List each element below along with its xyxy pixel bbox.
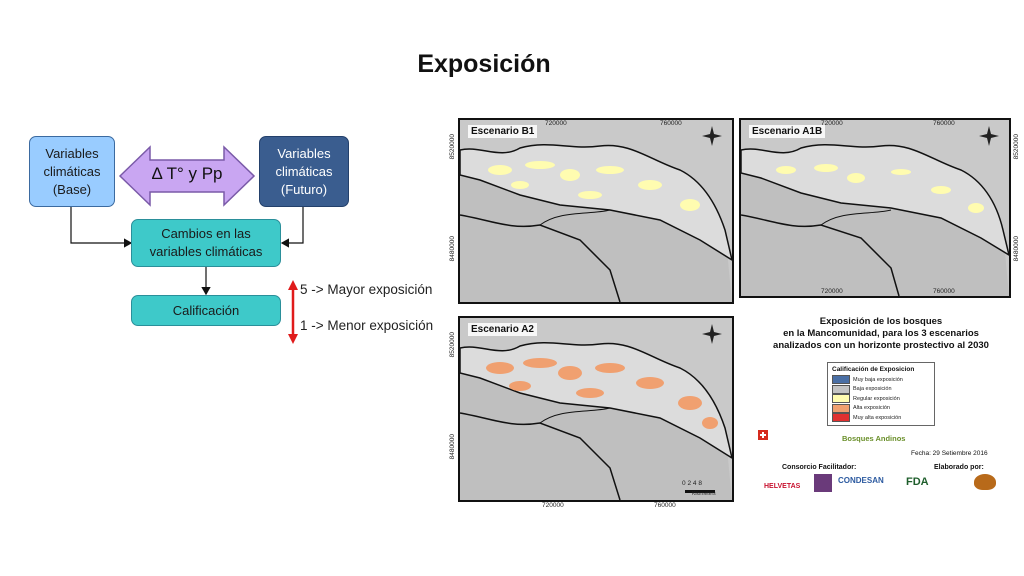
legend-item-label: Muy alta exposición bbox=[853, 414, 902, 421]
map-a2-ytick-1: 8520000 bbox=[449, 332, 456, 358]
north-arrow-icon bbox=[702, 126, 722, 146]
map-a2-title: Escenario A2 bbox=[468, 323, 537, 336]
box-calificacion: Calificación bbox=[131, 295, 281, 326]
map-a2-terrain bbox=[460, 342, 732, 500]
map-figure: Escenario B1 720000 760000 8520000 84800… bbox=[446, 104, 1020, 510]
map-date: Fecha: 29 Setiembre 2016 bbox=[911, 450, 988, 457]
map-b1-title: Escenario B1 bbox=[468, 125, 538, 138]
map-b1-xtick-2: 760000 bbox=[660, 120, 682, 127]
box-cambios-line-1: Cambios en las bbox=[161, 226, 251, 241]
legend-item-label: Regular exposición bbox=[853, 395, 900, 402]
north-arrow-icon bbox=[979, 126, 999, 146]
box-futuro-line-2: climáticas bbox=[275, 163, 333, 179]
box-variables-base: Variables climáticas (Base) bbox=[29, 136, 115, 207]
scalebar-4: 4 bbox=[692, 480, 697, 487]
map-b1-ytick-2: 8480000 bbox=[449, 236, 456, 262]
box-base-line-3: (Base) bbox=[52, 181, 92, 197]
box-cambios-line-2: variables climáticas bbox=[149, 244, 263, 259]
legend-heading-line-2: en la Mancomunidad, para los 3 escenario… bbox=[783, 328, 979, 339]
map-a1b-xtick-bottom-1: 720000 bbox=[821, 288, 843, 295]
map-a1b-terrain bbox=[741, 144, 1009, 296]
legend-heading-line-3: analizados con un horizonte prostectivo … bbox=[773, 340, 989, 351]
delta-label: Δ T° y Pp bbox=[151, 164, 223, 183]
legend-box: Calificación de Exposicion Muy baja expo… bbox=[827, 362, 935, 426]
legend-item: Baja exposición bbox=[832, 384, 930, 395]
helvetas-logo: HELVETAS bbox=[764, 483, 801, 490]
legend-swatch bbox=[832, 394, 850, 404]
slide-title: Exposición bbox=[417, 50, 551, 78]
map-a2-scalebar-unit: Kilometers bbox=[692, 491, 716, 497]
scalebar-0: 0 bbox=[682, 480, 686, 487]
bosques-andinos-logo: Bosques Andinos bbox=[842, 434, 906, 443]
legend-swatch bbox=[832, 375, 850, 385]
legend-item: Regular exposición bbox=[832, 394, 930, 404]
legend-item-label: Alta exposición bbox=[853, 405, 890, 412]
connector-futuro-to-cambios bbox=[280, 207, 304, 248]
legend-swatch bbox=[832, 384, 850, 394]
swiss-flag-icon bbox=[758, 430, 768, 440]
scalebar-8: 8 bbox=[698, 480, 702, 487]
box-base-line-2: climáticas bbox=[43, 163, 101, 179]
partner-logo-icon bbox=[814, 474, 832, 492]
map-b1-xtick-1: 720000 bbox=[545, 120, 567, 127]
delta-arrow bbox=[118, 145, 256, 207]
map-a2-xtick-2: 760000 bbox=[654, 502, 676, 509]
scale-arrow bbox=[288, 280, 298, 344]
legend-heading-line-1: Exposición de los bosques bbox=[819, 316, 943, 327]
north-arrow-icon bbox=[702, 324, 722, 344]
legend-item: Muy baja exposición bbox=[832, 375, 930, 385]
legend-swatch bbox=[832, 413, 850, 423]
map-a1b-xtick-2: 760000 bbox=[933, 120, 955, 127]
map-b1-ytick-1: 8520000 bbox=[449, 134, 456, 160]
map-a1b-ytick-2: 8480000 bbox=[1013, 236, 1020, 262]
map-a2-scalebar-labels: 0 2 4 8 bbox=[682, 480, 702, 487]
box-futuro-line-1: Variables bbox=[277, 145, 331, 161]
map-escenario-a1b: Escenario A1B 720000 760000 720000 76000… bbox=[739, 118, 1011, 298]
map-a1b-xtick-1: 720000 bbox=[821, 120, 843, 127]
legend-item-label: Muy baja exposición bbox=[853, 376, 903, 383]
map-a1b-xtick-bottom-2: 760000 bbox=[933, 288, 955, 295]
map-a1b-title: Escenario A1B bbox=[749, 125, 826, 138]
legend-box-title: Calificación de Exposicion bbox=[832, 366, 915, 373]
condesan-logo: CONDESAN bbox=[838, 476, 884, 485]
connector-base-to-cambios bbox=[70, 207, 133, 248]
box-cambios: Cambios en las variables climáticas bbox=[131, 219, 281, 267]
map-b1-terrain bbox=[460, 144, 732, 302]
fda-logo: FDA bbox=[906, 476, 929, 488]
scalebar-2: 2 bbox=[687, 480, 692, 487]
elaborado-label: Elaborado por: bbox=[934, 464, 984, 471]
legend-item: Alta exposición bbox=[832, 403, 930, 414]
box-base-line-1: Variables bbox=[45, 145, 99, 161]
legend-item-label: Baja exposición bbox=[853, 386, 892, 393]
scale-label-low: 1 -> Menor exposición bbox=[300, 318, 434, 333]
box-variables-futuro: Variables climáticas (Futuro) bbox=[259, 136, 349, 207]
map-a2-ytick-2: 8480000 bbox=[449, 434, 456, 460]
scale-label-high: 5 -> Mayor exposición bbox=[300, 282, 433, 297]
map-escenario-a2: Escenario A2 0 2 4 8 Kilometers bbox=[458, 316, 734, 502]
consorcio-label: Consorcio Facilitador: bbox=[782, 464, 857, 471]
map-escenario-b1: Escenario B1 720000 760000 bbox=[458, 118, 734, 304]
legend-heading: Exposición de los bosques en la Mancomun… bbox=[742, 316, 1020, 352]
legend-item: Muy alta exposición bbox=[832, 413, 930, 423]
box-futuro-line-3: (Futuro) bbox=[280, 181, 328, 197]
bird-logo-icon bbox=[974, 474, 996, 490]
map-a1b-ytick-1: 8520000 bbox=[1013, 134, 1020, 160]
legend-swatch bbox=[832, 403, 850, 413]
map-a2-xtick-1: 720000 bbox=[542, 502, 564, 509]
